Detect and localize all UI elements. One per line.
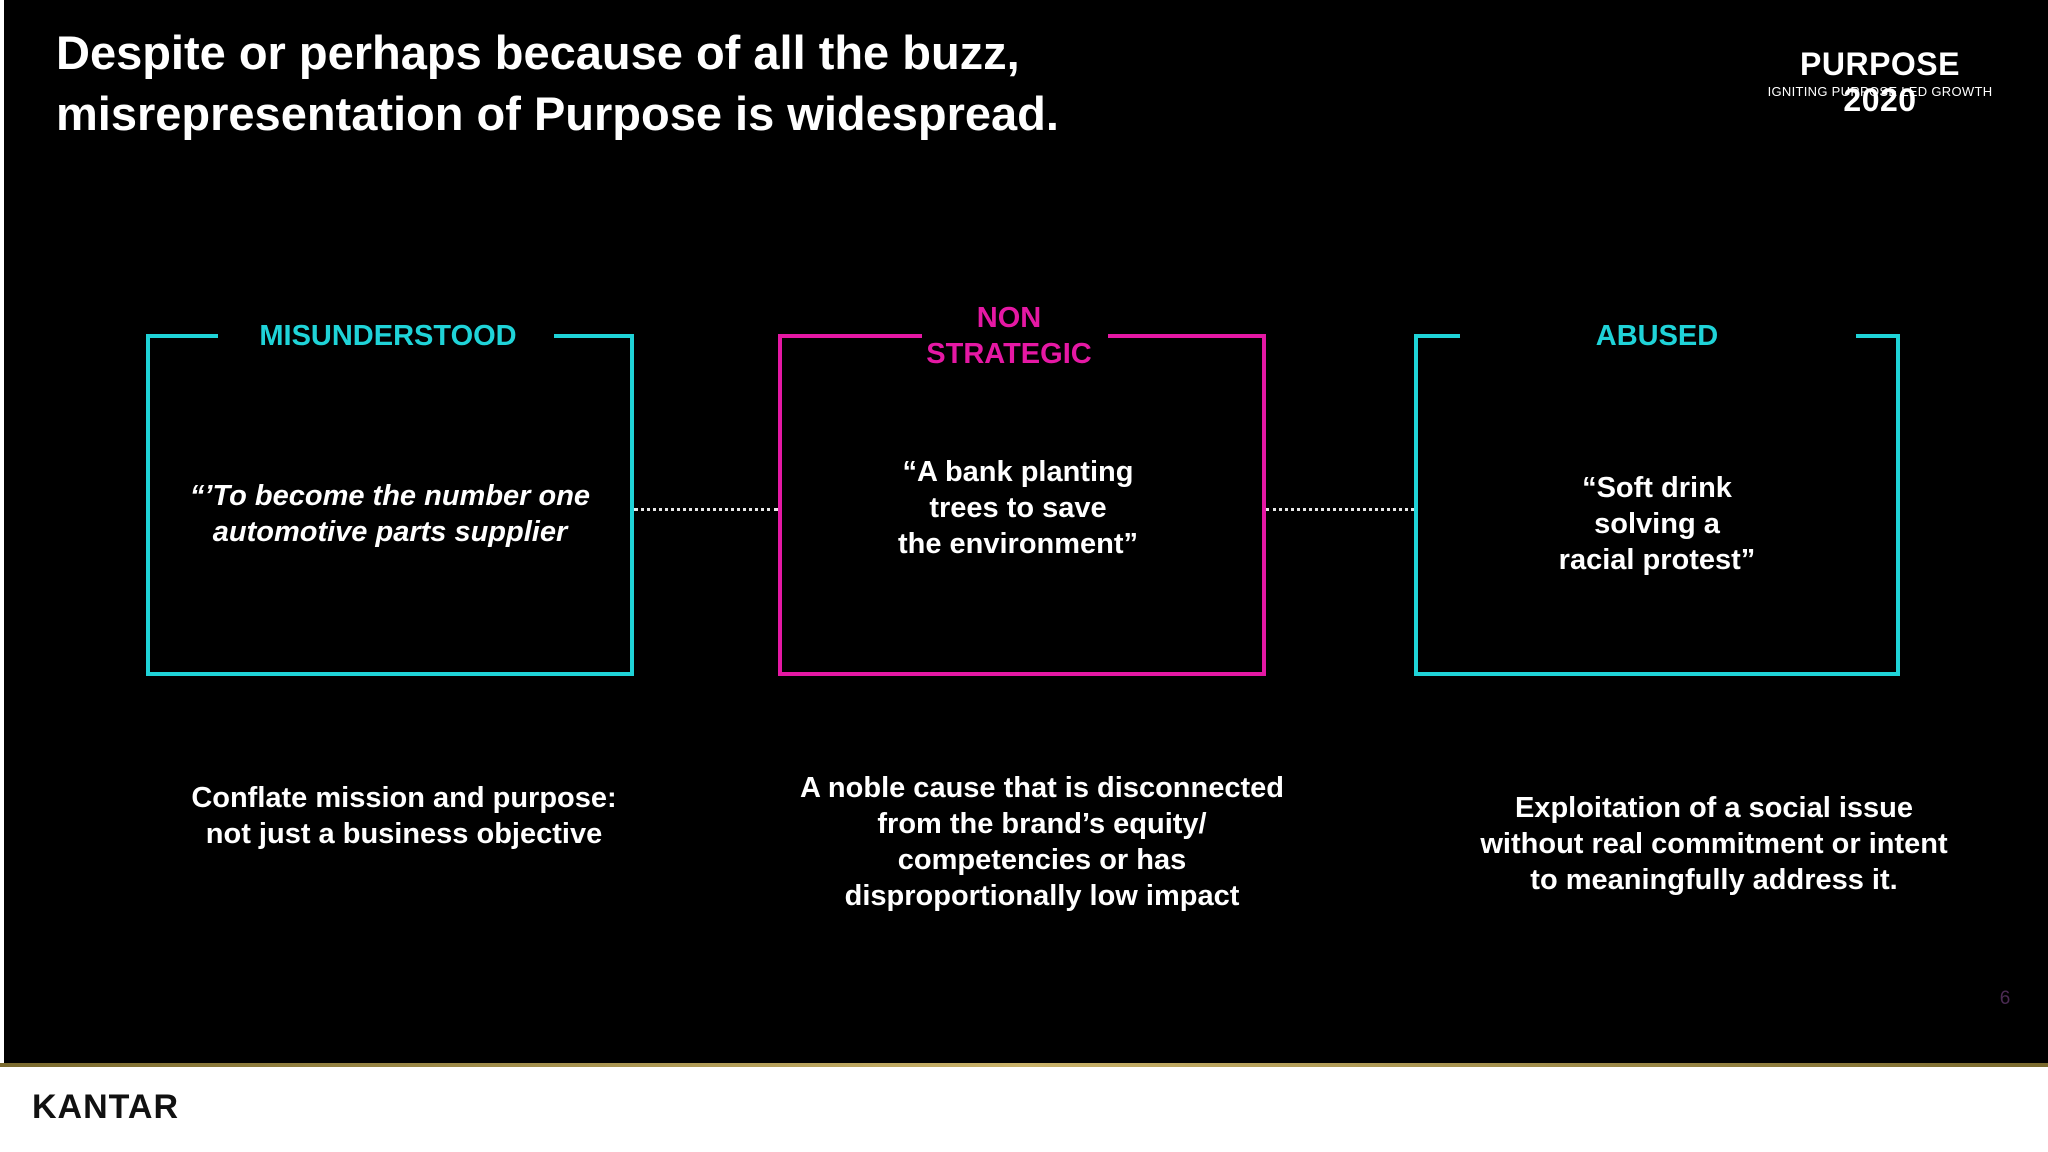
non-strategic-quote: “A bank planting trees to save the envir… [897, 456, 1139, 560]
kantar-logo: KANTAR [32, 1088, 180, 1126]
frame-top-left-segment [1418, 334, 1460, 338]
abused-description: Exploitation of a social issue without r… [1480, 792, 1948, 896]
slide-title: Despite or perhaps because of all the bu… [56, 22, 1059, 144]
frame-top-right-segment [1856, 334, 1896, 338]
misunderstood-frame [146, 334, 634, 676]
frame-top-left-segment [782, 334, 922, 338]
dotted-connector-1 [634, 508, 778, 511]
frame-top-left-segment [150, 334, 218, 338]
abused-frame [1414, 334, 1900, 676]
page-number: 6 [1999, 988, 2011, 1009]
footer-divider [0, 1063, 2048, 1067]
non-strategic-description: A noble cause that is disconnected from … [800, 772, 1284, 912]
misunderstood-quote: “’To become the number one automotive pa… [189, 480, 591, 548]
non-strategic-frame [778, 334, 1266, 676]
slide: Despite or perhaps because of all the bu… [4, 0, 2048, 1063]
footer [0, 1067, 2048, 1152]
non-strategic-label: NON STRATEGIC [926, 302, 1092, 370]
abused-quote: “Soft drink solving a racial protest” [1558, 472, 1756, 576]
purpose-tagline: IGNITING PURPOSE LED GROWTH [1767, 84, 1993, 99]
dotted-connector-2 [1266, 508, 1414, 511]
misunderstood-label: MISUNDERSTOOD [259, 320, 517, 352]
frame-top-right-segment [554, 334, 630, 338]
title-line-1: Despite or perhaps because of all the bu… [56, 26, 1020, 79]
misunderstood-description: Conflate mission and purpose: not just a… [191, 782, 617, 850]
abused-label: ABUSED [1595, 320, 1719, 352]
frame-top-right-segment [1108, 334, 1262, 338]
title-line-2: misrepresentation of Purpose is widespre… [56, 87, 1059, 140]
purpose-2020-logo: PURPOSE 2020 [1800, 46, 1960, 118]
